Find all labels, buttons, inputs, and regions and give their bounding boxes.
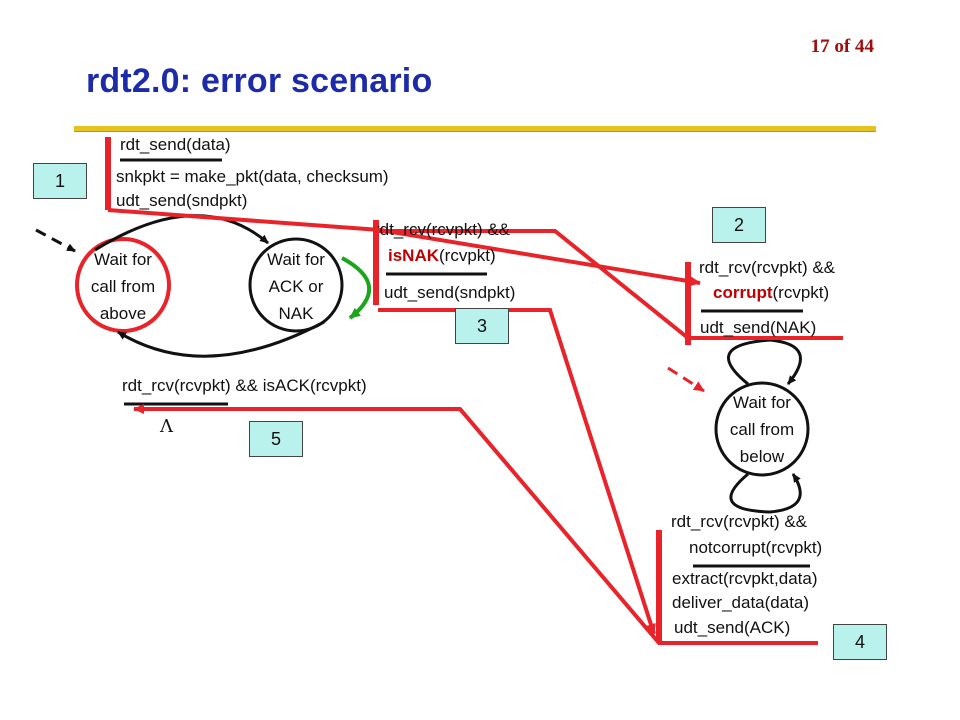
nak-event-label: rdt_rcv(rcvpkt) && — [374, 220, 511, 239]
corrupt-self-loop — [727, 338, 802, 386]
step-box-5: 5 — [249, 421, 303, 457]
corrupt-event-label: rdt_rcv(rcvpkt) && — [699, 258, 836, 277]
lambda-action: Λ — [160, 416, 173, 437]
extract-action: extract(rcvpkt,data) — [672, 569, 818, 588]
path-nak-to-step3 — [378, 229, 843, 340]
deliver-action: deliver_data(data) — [672, 593, 810, 612]
step-box-3: 3 — [455, 308, 509, 344]
state-wait-call-below — [714, 381, 810, 477]
page-number: 17 of 44 — [810, 36, 874, 57]
ok-event-label-2: notcorrupt(rcvpkt) — [689, 538, 823, 557]
state-text-call-above: Wait for call from above — [90, 250, 156, 323]
isnak-highlight: isNAK — [388, 246, 440, 265]
send-action-udt-send: udt_send(sndpkt) — [116, 191, 248, 210]
initial-state-arrow — [35, 228, 76, 253]
state-text-ack-nak: Wait for ACK or NAK — [267, 250, 325, 323]
nak-action-label: udt_send(sndpkt) — [384, 283, 516, 302]
slide-title: rdt2.0: error scenario — [86, 62, 433, 100]
receiver-initial-arrow — [667, 366, 705, 393]
title-underline — [74, 126, 876, 132]
ok-event-label: rdt_rcv(rcvpkt) && — [671, 512, 808, 531]
transition-ack-arc — [117, 320, 325, 358]
send-event-label: rdt_send(data) — [120, 135, 231, 154]
path-step4-to-step5 — [133, 404, 818, 645]
state-wait-call-above — [75, 237, 171, 333]
notcorrupt-self-loop — [729, 472, 802, 514]
step-box-1: 1 — [33, 163, 87, 199]
path-step3-to-step4 — [378, 308, 656, 635]
step-box-2: 2 — [712, 207, 766, 243]
state-wait-ack-nak — [248, 237, 344, 333]
nak-event-label-2: isNAK(rcvpkt) — [388, 246, 496, 265]
nak-self-loop — [341, 256, 371, 320]
send-ack-action: udt_send(ACK) — [674, 618, 791, 637]
corrupt-event-label-2: corrupt(rcvpkt) — [713, 283, 830, 302]
corrupt-action-label: udt_send(NAK) — [700, 318, 817, 337]
state-text-call-below: Wait for call from below — [729, 393, 795, 466]
ack-event-label: rdt_rcv(rcvpkt) && isACK(rcvpkt) — [122, 376, 367, 395]
send-action-make-pkt: snkpkt = make_pkt(data, checksum) — [116, 167, 389, 186]
corrupt-highlight: corrupt — [713, 283, 773, 302]
step-box-4: 4 — [833, 624, 887, 660]
